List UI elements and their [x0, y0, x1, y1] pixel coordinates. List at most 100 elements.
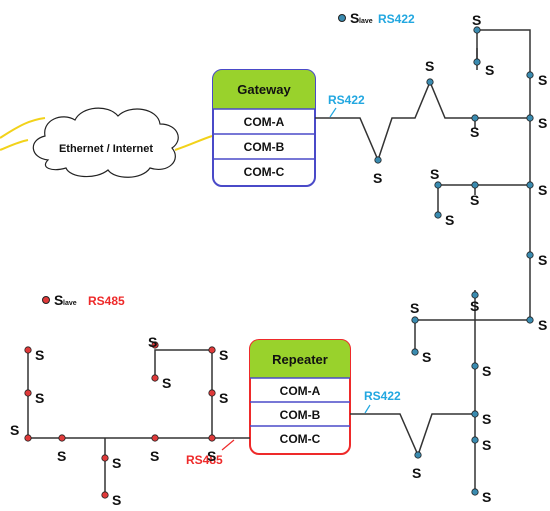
- slave-node-label: S: [472, 12, 481, 28]
- ethernet-cloud: Ethernet / Internet: [32, 107, 179, 178]
- slave-node-dot: [471, 436, 479, 444]
- repeater-title: Repeater: [272, 352, 328, 367]
- gateway-rs422-tick: [329, 107, 337, 118]
- slave-node-label: S: [57, 448, 66, 464]
- slave-node-label: S: [410, 300, 419, 316]
- repeater-port-com-c: COM-C: [280, 432, 321, 446]
- slave-node-label: S: [422, 349, 431, 365]
- ethernet-link-tail: [0, 139, 29, 151]
- slave-node-dot: [24, 389, 32, 397]
- legend-rs485-protocol: RS485: [88, 294, 125, 308]
- slave-node-label: S: [470, 124, 479, 140]
- slave-node-label: S: [35, 347, 44, 363]
- slave-node-label: S: [219, 390, 228, 406]
- repeater-port-com-b: COM-B: [280, 408, 321, 422]
- ethernet-link: [0, 117, 213, 151]
- slave-node-label: S: [482, 363, 491, 379]
- repeater-port-com-a: COM-A: [280, 384, 321, 398]
- gateway-port-com-b: COM-B: [244, 140, 285, 154]
- slave-node-label: S: [112, 492, 121, 508]
- slave-node-dot: [24, 434, 32, 442]
- legend-rs422-node: [338, 14, 346, 22]
- legend-rs422-s: S: [350, 10, 359, 26]
- slave-node-label: S: [35, 390, 44, 406]
- slave-node-dot: [101, 491, 109, 499]
- slave-node-label: S: [482, 411, 491, 427]
- slave-node-dot: [471, 114, 479, 122]
- slave-node-dot: [434, 181, 442, 189]
- slave-node-dot: [411, 316, 419, 324]
- legend-rs485: S lave RS485: [42, 292, 125, 308]
- slave-node-label: S: [538, 252, 547, 268]
- slave-node-dot: [526, 251, 534, 259]
- slave-node-dot: [58, 434, 66, 442]
- slave-node-dot: [434, 211, 442, 219]
- rs485-bus-repeater: [27, 349, 250, 495]
- slave-node-label: S: [430, 166, 439, 182]
- slave-node-label: S: [538, 182, 547, 198]
- slave-node-dot: [24, 346, 32, 354]
- slave-node-dot: [414, 451, 422, 459]
- slave-node-dot: [151, 341, 159, 349]
- slave-node-dot: [526, 316, 534, 324]
- slave-node-label: S: [482, 437, 491, 453]
- slave-node-dot: [526, 114, 534, 122]
- slave-node-dot: [426, 78, 434, 86]
- slave-node-label: S: [482, 489, 491, 505]
- slave-node-label: S: [412, 465, 421, 481]
- slave-node-dot: [471, 410, 479, 418]
- gateway-title: Gateway: [237, 82, 291, 97]
- cloud-label: Ethernet / Internet: [59, 143, 153, 155]
- repeater-rs485-tick: [221, 439, 235, 451]
- legend-rs422-suffix: lave: [359, 18, 373, 25]
- slave-node-label: S: [470, 298, 479, 314]
- slave-node-dot: [208, 389, 216, 397]
- slave-node-dot: [411, 348, 419, 356]
- slave-node-dot: [101, 454, 109, 462]
- slave-node-label: S: [10, 422, 19, 438]
- slave-node-label: S: [219, 347, 228, 363]
- slave-node-label: S: [162, 375, 171, 391]
- slave-node-label: S: [150, 448, 159, 464]
- slave-node-label: S: [538, 115, 547, 131]
- repeater-rs485-label: RS485: [186, 453, 223, 467]
- slave-node-label: S: [207, 448, 216, 464]
- legend-rs485-s: S: [54, 292, 63, 308]
- slave-node-dot: [473, 58, 481, 66]
- slave-node-dot: [526, 71, 534, 79]
- slave-node-dot: [208, 434, 216, 442]
- gateway-rs422-label: RS422: [328, 93, 365, 107]
- rs422-bus-gateway: [315, 29, 531, 495]
- repeater-rs422-tick: [364, 404, 371, 414]
- slave-node-dot: [208, 346, 216, 354]
- gateway-port-com-c: COM-C: [244, 165, 285, 179]
- slave-node-dot: [473, 26, 481, 34]
- slave-node-dot: [471, 181, 479, 189]
- slave-node-dot: [526, 181, 534, 189]
- slave-node-label: S: [112, 455, 121, 471]
- gateway-box: Gateway COM-A COM-B COM-C: [212, 69, 316, 187]
- slave-node-dot: [471, 291, 479, 299]
- repeater-box: Repeater COM-A COM-B COM-C: [249, 339, 351, 455]
- slave-node-label: S: [485, 62, 494, 78]
- slave-node-label: S: [538, 317, 547, 333]
- slave-node-dot: [374, 156, 382, 164]
- repeater-rs422-label: RS422: [364, 389, 401, 403]
- slave-node-label: S: [538, 72, 547, 88]
- legend-rs422: S lave RS422: [338, 10, 415, 26]
- gateway-port-com-a: COM-A: [244, 115, 285, 129]
- legend-rs422-protocol: RS422: [378, 12, 415, 26]
- slave-node-dot: [151, 434, 159, 442]
- legend-rs485-suffix: lave: [63, 300, 77, 307]
- legend-rs485-node: [42, 296, 50, 304]
- slave-node-dot: [151, 374, 159, 382]
- slave-node-label: S: [148, 334, 157, 350]
- slave-node-label: S: [470, 192, 479, 208]
- slave-node-label: S: [373, 170, 382, 186]
- slave-node-dot: [471, 362, 479, 370]
- slave-node-label: S: [445, 212, 454, 228]
- slave-node-label: S: [425, 58, 434, 74]
- slave-node-dot: [471, 488, 479, 496]
